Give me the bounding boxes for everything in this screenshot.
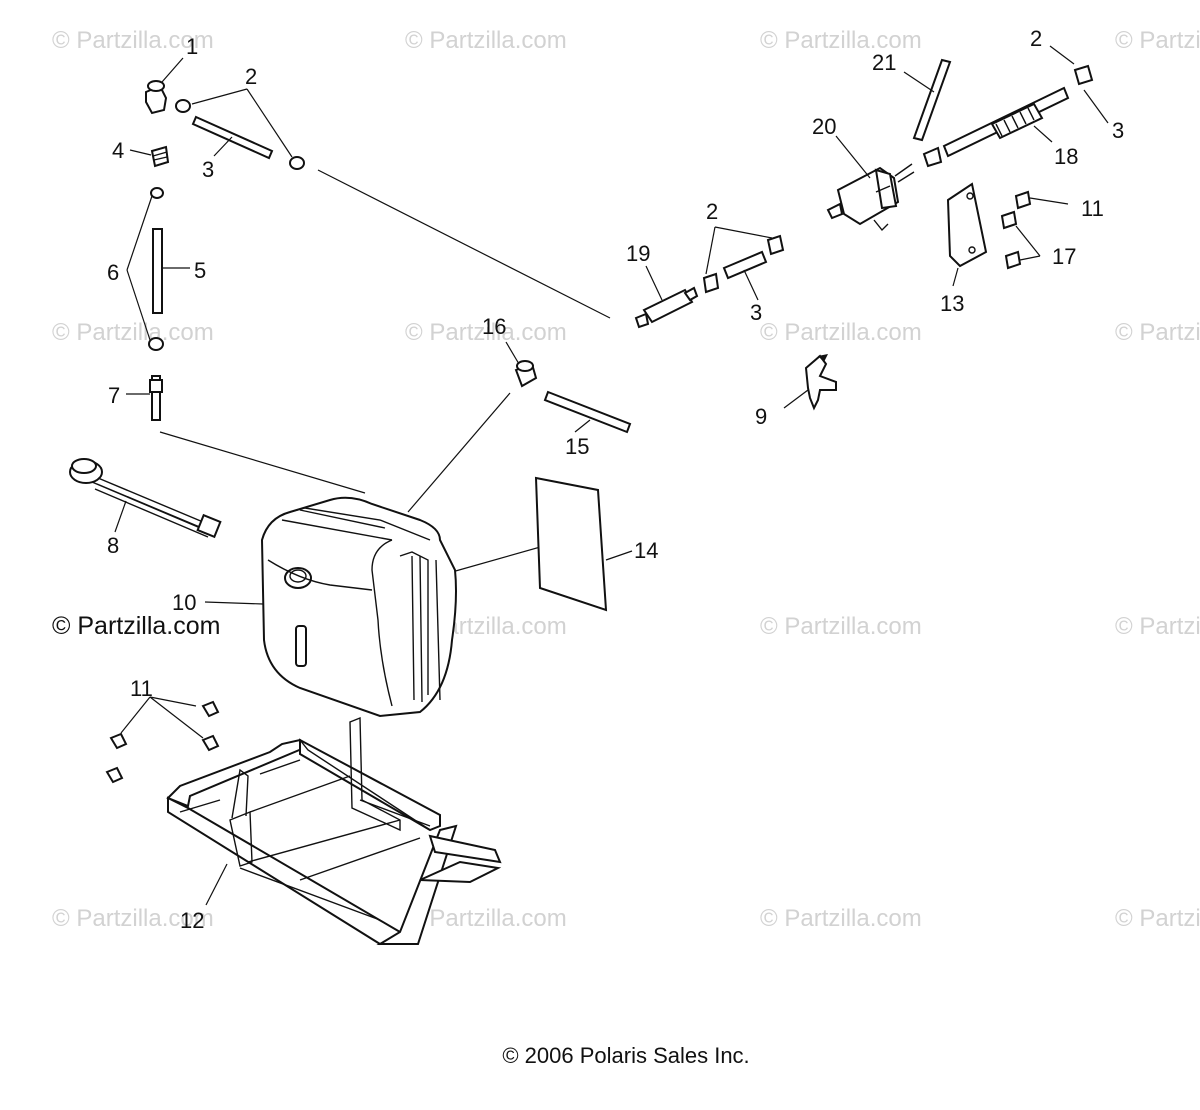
callout-2: 2 bbox=[706, 199, 718, 224]
watermark: © Partzilla.com bbox=[52, 319, 214, 346]
watermark: © Partzilla.com bbox=[1115, 905, 1200, 932]
watermark: © Partzilla.com bbox=[405, 27, 567, 54]
callout-10: 10 bbox=[172, 590, 196, 615]
callout-9: 9 bbox=[755, 404, 767, 429]
watermark: © Partzilla.com bbox=[760, 613, 922, 640]
callout-19: 19 bbox=[626, 241, 650, 266]
part-9-hose-clip bbox=[783, 354, 837, 411]
part-14-tank-pad bbox=[534, 476, 633, 612]
part-11-17-bolts-right bbox=[1000, 190, 1069, 270]
watermark: © Partzilla.com bbox=[1115, 613, 1200, 640]
part-13-pump-bracket bbox=[946, 182, 988, 287]
watermark-grid: © Partzilla.com © Partzilla.com © Partzi… bbox=[52, 27, 1200, 932]
callout-labels: 1 2 3 4 5 6 7 8 9 10 11 11 12 13 14 15 1… bbox=[107, 26, 1124, 933]
callout-15: 15 bbox=[565, 434, 589, 459]
part-4-grommet bbox=[129, 145, 170, 168]
watermark: © Partzilla.com bbox=[1115, 27, 1200, 54]
callout-4: 4 bbox=[112, 138, 124, 163]
callout-21: 21 bbox=[872, 50, 896, 75]
watermark: © Partzilla.com bbox=[760, 319, 922, 346]
callout-20: 20 bbox=[812, 114, 836, 139]
watermark: © Partzilla.com bbox=[1115, 319, 1200, 346]
callout-3: 3 bbox=[1112, 118, 1124, 143]
part-8-fuel-cap-sender bbox=[69, 458, 222, 539]
callout-2: 2 bbox=[245, 64, 257, 89]
watermark: © Partzilla.com bbox=[405, 319, 567, 346]
callout-13: 13 bbox=[940, 291, 964, 316]
callout-8: 8 bbox=[107, 533, 119, 558]
callout-18: 18 bbox=[1054, 144, 1078, 169]
part-15-hose bbox=[543, 390, 632, 434]
part-21-vent-tube bbox=[903, 58, 952, 142]
callout-1: 1 bbox=[186, 34, 198, 59]
part-2-3-hose-set-center bbox=[702, 226, 785, 301]
part-16-tank-fitting bbox=[505, 341, 538, 388]
callout-2: 2 bbox=[1030, 26, 1042, 51]
part-7-check-valve bbox=[126, 375, 163, 421]
watermark: © Partzilla.com bbox=[52, 905, 214, 932]
watermark: © Partzilla.com bbox=[405, 905, 567, 932]
callout-11: 11 bbox=[130, 676, 153, 701]
part-10-fuel-tank bbox=[204, 496, 457, 718]
callout-14: 14 bbox=[634, 538, 658, 563]
polaris-copyright: © 2006 Polaris Sales Inc. bbox=[502, 1043, 750, 1068]
part-12-tank-frame bbox=[166, 716, 502, 946]
part-11-bolts-left bbox=[105, 696, 220, 784]
part-2-3-18-hose-set-right bbox=[922, 45, 1109, 168]
callout-3: 3 bbox=[750, 300, 762, 325]
part-19-fuel-filter bbox=[634, 265, 699, 329]
callout-3: 3 bbox=[202, 157, 214, 182]
callout-16: 16 bbox=[482, 314, 506, 339]
callout-5: 5 bbox=[194, 258, 206, 283]
callout-6: 6 bbox=[107, 260, 119, 285]
callout-11: 11 bbox=[1081, 196, 1104, 221]
part-5-6-vent-hose bbox=[126, 187, 190, 351]
part-1-vent-valve bbox=[145, 57, 184, 115]
watermark: © Partzilla.com bbox=[52, 27, 214, 54]
watermark: © Partzilla.com bbox=[760, 27, 922, 54]
watermark: © Partzilla.com bbox=[760, 905, 922, 932]
callout-7: 7 bbox=[108, 383, 120, 408]
callout-17: 17 bbox=[1052, 244, 1076, 269]
partzilla-copyright: © Partzilla.com bbox=[52, 612, 221, 640]
callout-12: 12 bbox=[180, 908, 204, 933]
part-20-fuel-pump bbox=[826, 135, 915, 232]
part-2-3-hose-set-left bbox=[175, 88, 305, 170]
